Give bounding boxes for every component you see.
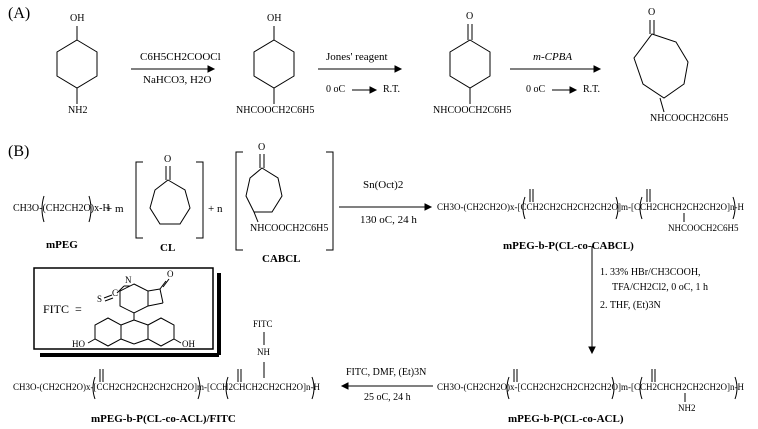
amine-label: NH2: [68, 105, 88, 116]
step1-conditions: NaHCO3, H2O: [143, 74, 212, 86]
mpeg-parenthesis: [41, 195, 92, 223]
protected-cyclohexanol-ring: [253, 26, 295, 104]
polymerization-conditions: 130 oC, 24 h: [360, 214, 417, 226]
product3-fitc: FITC: [253, 319, 273, 329]
step3-arrow: [510, 65, 602, 94]
product3-bonds: [92, 332, 315, 400]
mpeg-label: mPEG: [46, 239, 78, 251]
carbamate-label-2: NHCOOCH2C6H5: [236, 105, 315, 116]
step3-temp-start: 0 oC: [526, 84, 546, 95]
fitc-box-equals: =: [75, 302, 82, 316]
fitc-ho-label: HO: [72, 339, 85, 349]
cabcl-substituent: NHCOOCH2C6H5: [250, 223, 329, 234]
product2-label: mPEG-b-P(CL-co-ACL): [508, 413, 624, 425]
product3-formula: CH3O-(CH2CH2O)x-[CCH2CH2CH2CH2CH2O]m-[CC…: [13, 382, 321, 392]
product1-label: mPEG-b-P(CL-co-CABCL): [503, 240, 634, 252]
cl-label: CL: [160, 242, 176, 254]
product1-formula: CH3O-(CH2CH2O)x-[CCH2CH2CH2CH2CH2O]m-[CC…: [437, 202, 745, 212]
fitc-coupling-arrow: [340, 382, 433, 390]
product2-substituent: NH2: [678, 403, 696, 413]
plus-n: + n: [208, 203, 223, 215]
caprolactone-ring-a: [633, 20, 689, 113]
deprotection-step1b: TFA/CH2Cl2, 0 oC, 1 h: [612, 282, 708, 293]
lactone-o-label: O: [648, 7, 656, 18]
step3-reagent: m-CPBA: [533, 51, 573, 63]
step2-temp-end: R.T.: [383, 84, 401, 95]
panel-label-a: (A): [8, 5, 31, 22]
fitc-o-label: O: [167, 269, 174, 279]
panel-label-b: (B): [8, 143, 30, 160]
fitc-coupling-reagent: FITC, DMF, (Et)3N: [346, 367, 427, 378]
fitc-oh-label: OH: [182, 339, 195, 349]
product1-substituent: NHCOOCH2C6H5: [668, 223, 739, 233]
deprotection-arrow: [588, 246, 596, 355]
aminocyclohexanol-ring: [56, 26, 98, 104]
product2-formula: CH3O-(CH2CH2O)x-[CCH2CH2CH2CH2CH2O]m-[CC…: [437, 382, 745, 392]
plus-m: + m: [106, 203, 124, 215]
cyclohexanone-ring: [449, 24, 491, 104]
step2-reagent: Jones' reagent: [326, 51, 388, 63]
carbamate-label-3: NHCOOCH2C6H5: [433, 105, 512, 116]
cabcl-ring: [245, 154, 283, 223]
product2-bonds: [506, 369, 738, 402]
cl-ring: [149, 166, 191, 225]
product3-nh: NH: [257, 347, 270, 357]
cl-bracket: [135, 161, 204, 239]
product3-label: mPEG-b-P(CL-co-ACL)/FITC: [91, 413, 236, 425]
cl-o-label: O: [164, 154, 172, 165]
cabcl-o-label: O: [258, 142, 266, 153]
step2-arrow: [318, 65, 403, 94]
fitc-coupling-conditions: 25 oC, 24 h: [364, 392, 411, 403]
step2-temp-start: 0 oC: [326, 84, 346, 95]
fitc-box-label: FITC: [43, 302, 70, 316]
deprotection-step1: 1. 33% HBr/CH3COOH,: [600, 267, 701, 278]
fitc-structure: [33, 267, 221, 357]
product1-bonds: [522, 189, 736, 222]
hydroxyl-label-2: OH: [267, 13, 282, 24]
fitc-s-label: S: [97, 294, 103, 304]
step1-reagent: C6H5CH2COOCl: [140, 51, 221, 63]
carbamate-label-4: NHCOOCH2C6H5: [650, 113, 729, 124]
catalyst: Sn(Oct)2: [363, 179, 404, 191]
cabcl-bracket: [235, 151, 334, 251]
step3-temp-end: R.T.: [583, 84, 601, 95]
polymerization-arrow: [339, 203, 433, 211]
cabcl-label: CABCL: [262, 253, 301, 265]
fitc-n-label: N: [125, 275, 132, 285]
mpeg-formula: CH3O-(CH2CH2O)x-H: [13, 203, 110, 214]
ketone-o-label: O: [466, 11, 474, 22]
hydroxyl-label: OH: [70, 13, 85, 24]
step1-arrow: [131, 65, 216, 73]
deprotection-step2: 2. THF, (Et)3N: [600, 300, 661, 311]
fitc-c-label: C: [112, 288, 119, 298]
